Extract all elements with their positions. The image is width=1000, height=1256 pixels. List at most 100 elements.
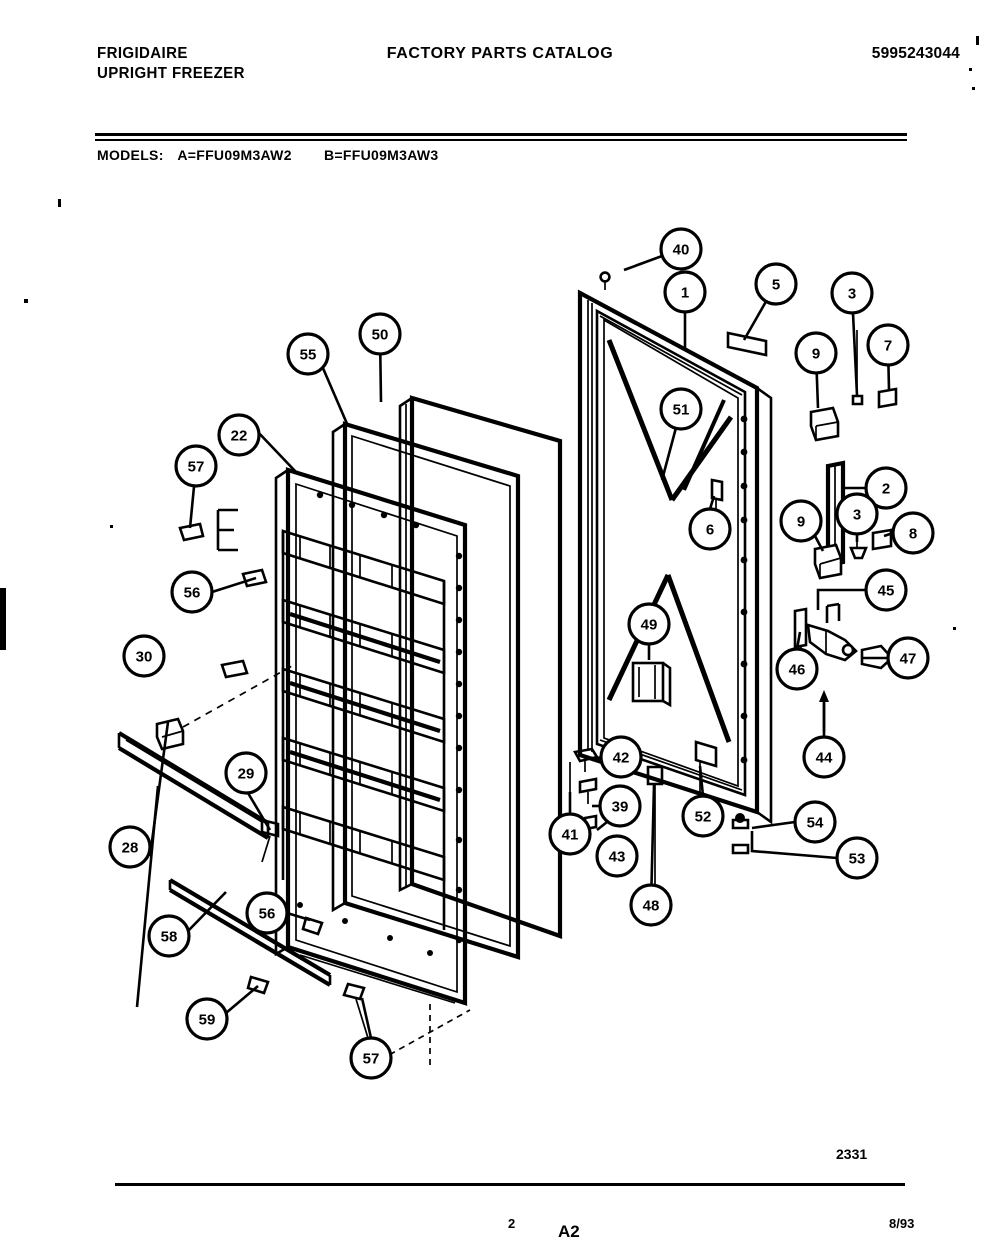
callout-number: 53 [849,851,866,868]
callout-28[interactable]: 28 [108,825,152,869]
callout-number: 57 [363,1051,380,1068]
models-line: MODELS: A=FFU09M3AW2 B=FFU09M3AW3 [97,147,438,163]
callout-7[interactable]: 7 [866,323,910,367]
header-rule-upper [95,133,907,136]
callout-49[interactable]: 49 [627,602,671,646]
callout-circle [629,883,673,927]
callout-39[interactable]: 39 [598,784,642,828]
scan-artifact [976,36,979,45]
outer-door-panel [569,271,773,884]
callout-number: 2 [882,481,890,498]
callout-circle [217,413,261,457]
callout-48[interactable]: 48 [629,883,673,927]
callout-number: 45 [878,583,895,600]
callout-59[interactable]: 59 [185,997,229,1041]
section-code: A2 [558,1222,580,1241]
callout-number: 3 [853,507,861,524]
callout-circle [627,602,671,646]
callout-8[interactable]: 8 [891,511,935,555]
footer-rule [115,1183,905,1186]
callout-1[interactable]: 1 [663,270,707,314]
callout-number: 7 [884,338,892,355]
shelf-racks [281,529,446,930]
callout-52[interactable]: 52 [681,794,725,838]
callout-47[interactable]: 47 [886,636,930,680]
callout-43[interactable]: 43 [595,834,639,878]
scan-artifact [969,68,972,71]
callout-54[interactable]: 54 [793,800,837,844]
callout-circle [659,387,703,431]
callout-40[interactable]: 40 [659,227,703,271]
scan-artifact [0,588,6,650]
callout-3[interactable]: 3 [830,271,874,315]
callout-number: 5 [772,277,780,294]
callout-circle [358,312,402,356]
callout-circle [599,735,643,779]
callout-30[interactable]: 30 [122,634,166,678]
callout-56[interactable]: 56 [170,570,214,614]
callout-57[interactable]: 57 [174,444,218,488]
callout-number: 22 [231,428,248,445]
callout-53[interactable]: 53 [835,836,879,880]
callout-51[interactable]: 51 [659,387,703,431]
callout-number: 1 [681,285,689,302]
callout-number: 28 [122,840,139,857]
callout-29[interactable]: 29 [224,751,268,795]
callout-5[interactable]: 5 [754,262,798,306]
callout-number: 54 [807,815,824,832]
callout-9[interactable]: 9 [794,331,838,375]
callout-58[interactable]: 58 [147,914,191,958]
callout-22[interactable]: 22 [217,413,261,457]
callout-circle [598,784,642,828]
inner-door-liner [260,395,563,1006]
callout-56[interactable]: 56 [245,891,289,935]
callout-circle [170,570,214,614]
callout-57[interactable]: 57 [349,1036,393,1080]
scan-artifact [953,627,956,630]
callout-circle [595,834,639,878]
callout-number: 51 [673,402,690,419]
callout-44[interactable]: 44 [802,735,846,779]
callout-circle [122,634,166,678]
callout-number: 41 [562,827,579,844]
callout-2[interactable]: 2 [864,466,908,510]
callout-circle [688,507,732,551]
callout-50[interactable]: 50 [358,312,402,356]
callout-55[interactable]: 55 [286,332,330,376]
callout-number: 9 [812,346,820,363]
scan-artifact [972,87,975,90]
callout-circle [108,825,152,869]
callout-45[interactable]: 45 [864,568,908,612]
callout-number: 8 [909,526,917,543]
model-a: A=FFU09M3AW2 [177,147,292,163]
callout-41[interactable]: 41 [548,812,592,856]
callout-circle [245,891,289,935]
callout-leaders [135,247,894,1039]
callout-42[interactable]: 42 [599,735,643,779]
callout-46[interactable]: 46 [775,647,819,691]
scan-artifact [24,299,28,303]
callout-6[interactable]: 6 [688,507,732,551]
callout-number: 46 [789,662,806,679]
callout-circle [864,466,908,510]
callout-circle [185,997,229,1041]
callout-circle [835,836,879,880]
catalog-number: 5995243044 [871,45,960,62]
callout-number: 3 [848,286,856,303]
page-number: 2 [508,1216,516,1231]
callout-number: 42 [613,750,630,767]
callout-number: 47 [900,651,917,668]
base-rails [117,508,471,1065]
callout-number: 50 [372,327,389,344]
callout-circle [147,914,191,958]
callout-circle [793,800,837,844]
callout-number: 44 [816,750,833,767]
callout-number: 39 [612,799,629,816]
callout-number: 56 [184,585,201,602]
callout-number: 6 [706,522,714,539]
scan-artifact [110,525,113,528]
callout-circle [754,262,798,306]
callout-3[interactable]: 3 [835,492,879,536]
callout-9[interactable]: 9 [779,499,823,543]
